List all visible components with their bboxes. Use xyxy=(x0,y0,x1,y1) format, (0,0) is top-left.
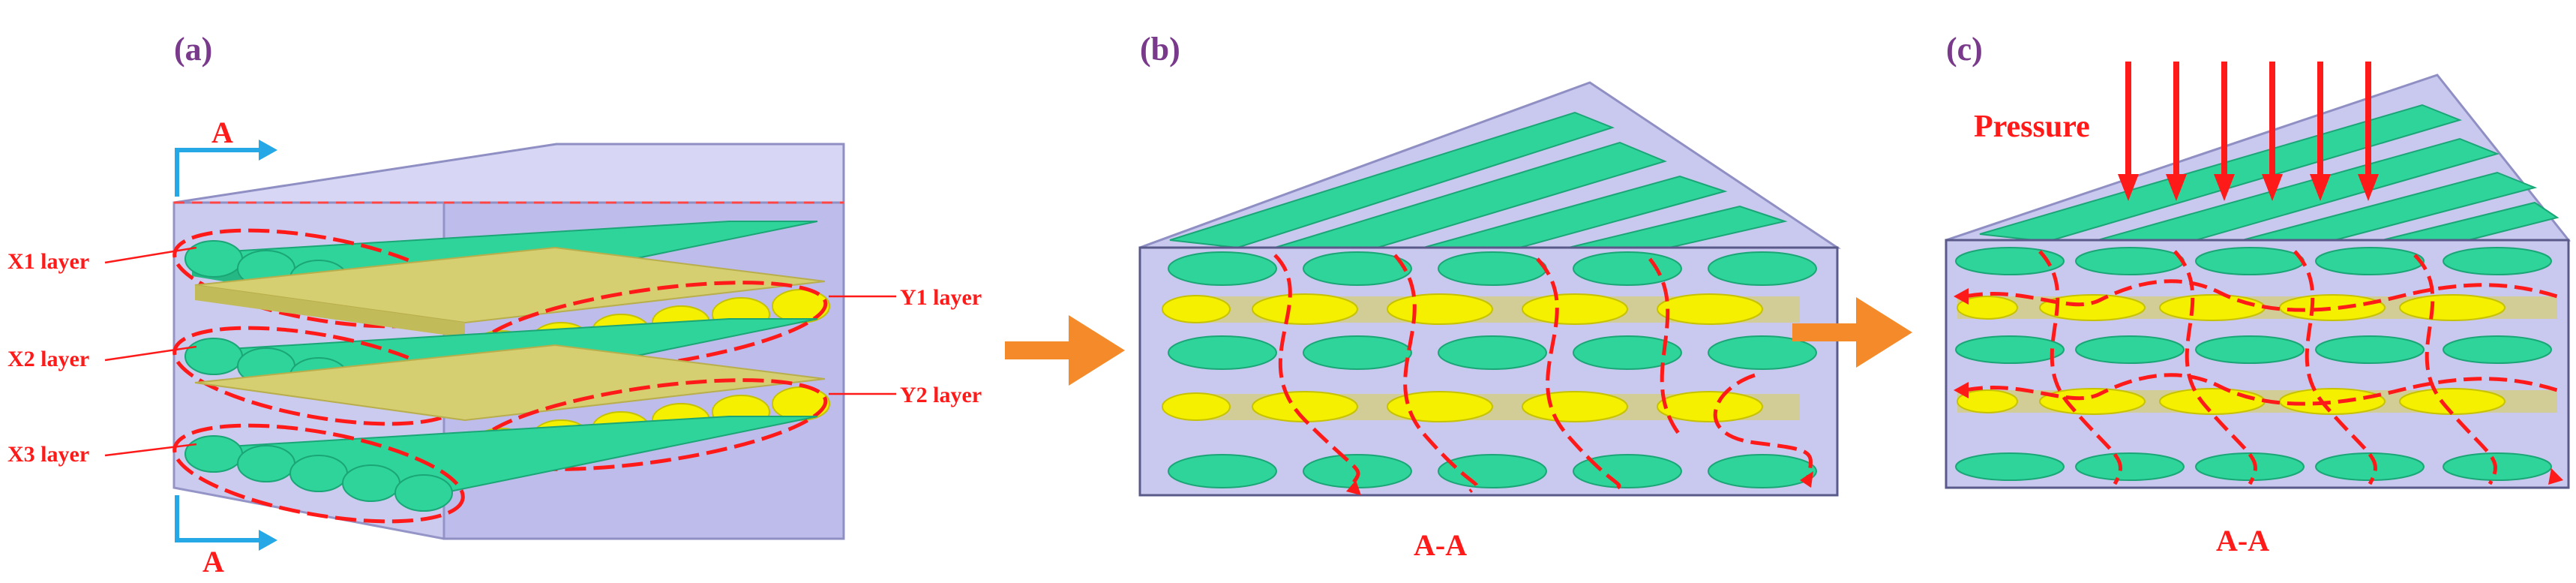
x3-layer-label: X3 layer xyxy=(7,442,89,467)
arrow-down-icon xyxy=(2310,62,2331,201)
panel-b: (b) xyxy=(1138,31,1841,562)
panel-c: (c) Pressure xyxy=(1945,31,2572,557)
y1-layer-label: Y1 layer xyxy=(900,285,982,310)
panel-b-letter: (b) xyxy=(1140,31,1180,68)
panel-a: (a) xyxy=(7,31,982,578)
arrow-down-icon xyxy=(2262,62,2283,201)
arrow-down-icon xyxy=(2214,62,2235,201)
section-marker-bottom: A xyxy=(202,545,224,578)
x3-layer xyxy=(172,416,818,524)
panel-c-letter: (c) xyxy=(1946,31,1983,68)
arrow-right-icon-1 xyxy=(1005,315,1125,386)
section-cut-arrow-icon-bottom xyxy=(175,495,277,551)
pressure-label: Pressure xyxy=(1974,110,2090,144)
x2-layer-label: X2 layer xyxy=(7,347,89,371)
section-cut-arrow-icon-top xyxy=(175,140,277,197)
panel-b-top-tubes xyxy=(1169,111,1788,260)
pressure-arrows xyxy=(2118,62,2379,201)
arrow-down-icon xyxy=(2358,62,2379,201)
panel-c-cross-section xyxy=(1954,247,2563,485)
panel-b-caption: A-A xyxy=(1414,528,1467,562)
y2-layer-label: Y2 layer xyxy=(900,383,982,407)
x1-layer-label: X1 layer xyxy=(7,249,89,274)
arrow-down-icon xyxy=(2166,62,2187,201)
panel-c-section-face xyxy=(1945,239,2570,489)
panel-a-letter: (a) xyxy=(174,31,212,68)
arrow-down-icon xyxy=(2118,62,2139,201)
panel-b-cross-section xyxy=(1162,251,1817,495)
panel-b-section-face xyxy=(1138,246,1839,497)
section-marker-top: A xyxy=(211,116,233,149)
panel-c-caption: A-A xyxy=(2216,524,2269,557)
arrow-right-icon-2 xyxy=(1792,297,1912,368)
